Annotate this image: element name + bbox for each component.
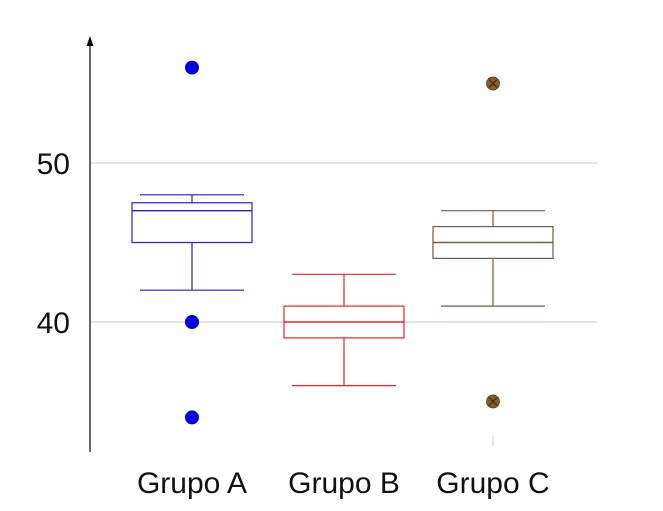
y-tick-label-40: 40	[37, 307, 70, 340]
axis-layer	[86, 36, 494, 452]
outlier-grupo-a-0	[185, 60, 199, 75]
x-category-label-grupo-c: Grupo C	[436, 467, 549, 500]
outlier-grupo-a-2	[185, 410, 199, 425]
box-grupo-a	[131, 60, 253, 425]
y-axis-arrow	[86, 36, 94, 46]
box-grupo-c	[432, 76, 554, 409]
x-category-label-grupo-a: Grupo A	[137, 467, 247, 500]
box-grupo-b	[283, 273, 405, 387]
outlier-grupo-c-0	[486, 76, 500, 91]
outlier-grupo-a-1	[185, 315, 199, 329]
x-category-label-grupo-b: Grupo B	[288, 467, 400, 500]
box-layer	[131, 60, 554, 425]
y-tick-label-50: 50	[37, 148, 70, 181]
iqr-box-grupo-a	[131, 202, 253, 244]
outlier-grupo-c-1	[486, 394, 500, 409]
outlier-cross-b	[488, 79, 498, 88]
outlier-cross-b	[488, 397, 498, 406]
